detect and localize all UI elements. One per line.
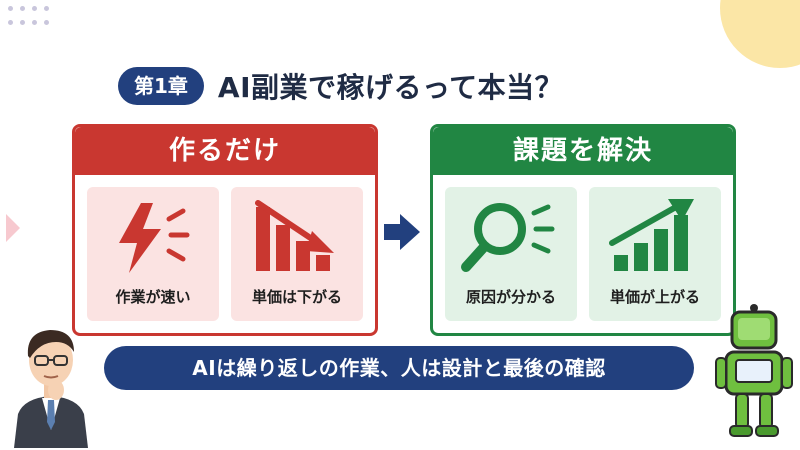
solve-problem-heading: 課題を解決: [433, 127, 733, 175]
find-cause-card: 原因が分かる: [445, 187, 577, 321]
businessman-illustration: [14, 330, 88, 448]
robot-illustration: [715, 304, 793, 437]
decorative-circle: [720, 0, 800, 68]
page-title: AI副業で稼げるって本当？: [217, 71, 564, 104]
make-only-panel: 作るだけ 作業が速い 単価は下がる: [72, 124, 378, 336]
declining-bar-chart-icon: [255, 200, 334, 271]
decorative-dots: [8, 6, 58, 32]
lightning-icon: [119, 203, 190, 273]
fast-work-label: 作業が速い: [115, 288, 191, 306]
arrow-right-icon: [384, 214, 420, 250]
summary-banner: AIは繰り返しの作業、人は設計と最後の確認: [104, 346, 694, 390]
fast-work-card: 作業が速い: [87, 187, 219, 321]
find-cause-label: 原因が分かる: [465, 288, 556, 306]
price-up-label: 単価が上がる: [609, 288, 700, 306]
title-row: 第1章 AI副業で稼げるって本当？: [118, 64, 563, 108]
make-only-heading: 作るだけ: [75, 127, 375, 175]
price-down-label: 単価は下がる: [251, 288, 342, 306]
solve-problem-panel: 課題を解決 原因が分かる 単価が上がる: [430, 124, 736, 336]
rising-bar-chart-icon: [609, 199, 694, 271]
decorative-triangle: [6, 214, 20, 242]
price-up-card: 単価が上がる: [589, 187, 721, 321]
price-down-card: 単価は下がる: [231, 187, 363, 321]
magnifier-icon: [461, 203, 555, 272]
chapter-badge: 第1章: [118, 67, 204, 105]
